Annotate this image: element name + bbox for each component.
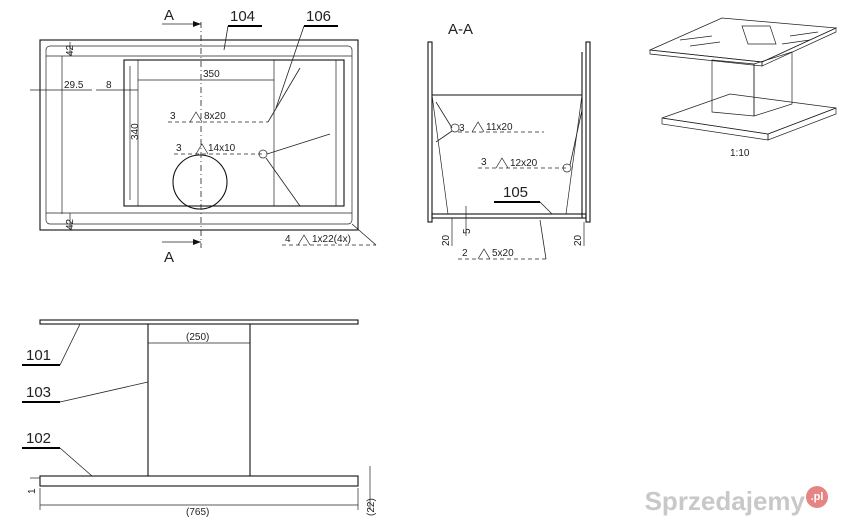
part-number-105: 105 xyxy=(503,184,528,201)
watermark-badge: .pl xyxy=(806,486,828,509)
weld-1-symbol xyxy=(189,111,203,123)
weld-3-number: 4 xyxy=(285,234,291,245)
dim-250: (250) xyxy=(186,332,209,343)
part-number-103: 103 xyxy=(26,384,51,401)
iso-slot-1 xyxy=(679,35,713,41)
dim-8: 8 xyxy=(106,80,112,91)
section-slant-right xyxy=(565,94,583,215)
section-slant-left xyxy=(431,94,449,215)
weld-2-symbol xyxy=(195,143,209,155)
part-number-102: 102 xyxy=(26,430,51,447)
iso-base-plate-edge-front xyxy=(661,117,769,141)
iso-slot-2 xyxy=(689,41,721,47)
part-102-leader xyxy=(59,447,93,477)
part-106-leader xyxy=(275,25,305,109)
iso-scale: 1:10 xyxy=(730,148,750,159)
section-weld-2-symbol xyxy=(495,157,509,169)
iso-slot-3 xyxy=(789,31,819,37)
front-base-plate xyxy=(39,475,359,487)
dim-765: (765) xyxy=(186,507,209,518)
top-view: A A 104 106 42 42 29.5 8 350 340 3 8x20 … xyxy=(30,7,377,266)
section-weld-3-leader xyxy=(539,219,547,260)
front-top-plate xyxy=(39,319,359,325)
section-wall-left xyxy=(427,41,433,223)
center-hole xyxy=(172,154,228,210)
part-number-101: 101 xyxy=(26,347,51,364)
weld-2-leader-b xyxy=(265,157,301,207)
section-label-top: A xyxy=(164,7,174,24)
dim-22: (22) xyxy=(366,498,377,516)
section-weld-1-circle xyxy=(450,123,460,133)
inner-frame xyxy=(123,59,345,207)
section-label-bottom: A xyxy=(164,249,174,266)
iso-top-plate-edge-front xyxy=(649,49,763,67)
section-weld-2-leader xyxy=(569,109,583,166)
top-plate-outline xyxy=(39,39,359,231)
part-104-leader xyxy=(223,25,229,51)
section-weld-2-number: 3 xyxy=(481,157,487,168)
part-103-leader xyxy=(59,381,149,403)
section-weld-1-leader-b xyxy=(435,130,453,143)
section-weld-2-spec: 12x20 xyxy=(510,158,538,169)
part-101-leader xyxy=(59,323,81,366)
part-105-leader xyxy=(539,201,553,215)
section-weld-3-symbol xyxy=(477,248,491,260)
weld-2-leader-a xyxy=(266,133,331,155)
weld-3-symbol xyxy=(297,234,311,246)
section-weld-1-spec: 11x20 xyxy=(486,122,513,133)
isometric-view: 1:10 xyxy=(648,17,838,159)
watermark: Sprzedajemy.pl xyxy=(645,486,828,517)
section-weld-3-number: 2 xyxy=(462,248,468,259)
iso-top-plate-edge-side xyxy=(761,27,837,67)
weld-1-leader xyxy=(267,67,301,123)
top-plate-inner-outline xyxy=(45,45,353,225)
part-number-104: 104 xyxy=(230,8,255,25)
dim-1: 1 xyxy=(27,488,38,494)
section-arrowhead-top xyxy=(193,21,201,27)
weld-2-number: 3 xyxy=(176,143,182,154)
section-view: A-A 3 11x20 3 12x20 105 2 5x20 xyxy=(427,21,591,260)
weld-3-leader xyxy=(351,223,377,246)
dim-350: 350 xyxy=(203,69,220,80)
watermark-text: Sprzedajemy xyxy=(644,486,805,516)
section-title: A-A xyxy=(448,21,473,38)
weld-2-spec: 14x10 xyxy=(208,143,236,154)
part-number-106: 106 xyxy=(306,8,331,25)
iso-column-front xyxy=(711,59,755,117)
dim-29-5: 29.5 xyxy=(64,80,84,91)
iso-slot-4 xyxy=(781,39,811,45)
iso-column-side xyxy=(753,51,793,117)
weld-1-spec: 8x20 xyxy=(204,111,226,122)
section-weld-1-leader-a xyxy=(435,101,453,129)
section-bottom-plate xyxy=(431,213,587,219)
weld-3-spec: 1x22(4x) xyxy=(312,234,351,245)
section-weld-1-number: 3 xyxy=(459,123,465,134)
dim-20-right: 20 xyxy=(573,234,584,246)
dim-20-left: 20 xyxy=(441,234,452,246)
dim-42-bottom: 42 xyxy=(65,218,76,230)
iso-top-opening xyxy=(741,25,777,45)
dim-42-top: 42 xyxy=(65,44,76,56)
section-weld-2-circle xyxy=(562,163,572,173)
weld-1-number: 3 xyxy=(170,111,176,122)
section-weld-3-spec: 5x20 xyxy=(492,248,514,259)
section-wall-right xyxy=(585,41,591,223)
front-view: (250) (765) (22) 1 101 103 102 xyxy=(22,319,377,518)
iso-base-plate-edge-side xyxy=(767,107,837,141)
dim-5: 5 xyxy=(462,228,473,234)
dim-340: 340 xyxy=(130,123,141,140)
section-arrowhead-bottom xyxy=(193,239,201,245)
section-weld-1-symbol xyxy=(471,121,485,133)
